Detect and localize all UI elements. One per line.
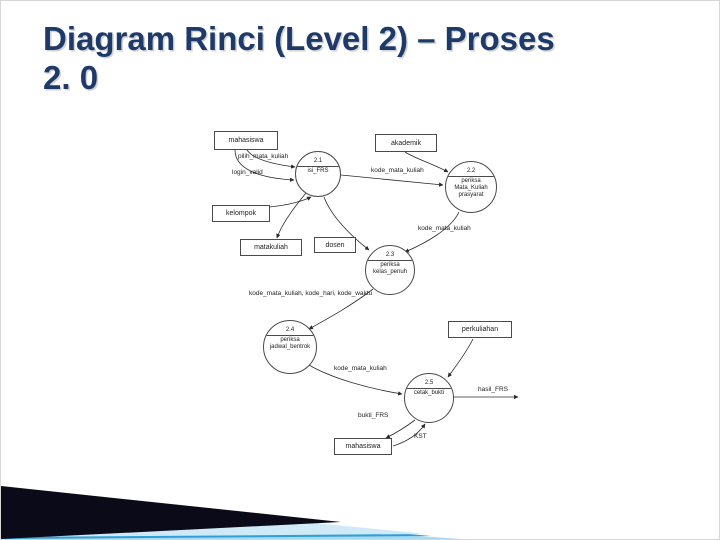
process-2-2-name: periksa Mata_Kuliah prasyarat <box>454 178 488 198</box>
entity-matakuliah: matakuliah <box>240 239 302 256</box>
process-2-4: 2.4 periksa jadwal_bentrok <box>263 320 317 374</box>
process-2-4-divider <box>264 335 316 336</box>
edge-kelompok-to-2-1 <box>268 196 312 208</box>
flow-label-bukti-frs: bukti_FRS <box>358 412 389 419</box>
process-2-4-number: 2.4 <box>285 327 295 333</box>
flow-label-login-valid: login_valid <box>232 169 263 176</box>
edge-2-1-to-matakuliah <box>276 192 307 239</box>
entity-mahasiswa-top-label: mahasiswa <box>228 137 264 144</box>
process-2-1-number: 2.1 <box>313 158 323 164</box>
flow-label-pilih-mata-kuliah: pilih_mata_kuliah <box>238 153 289 160</box>
entity-kelompok: kelompok <box>212 205 270 222</box>
process-2-1: 2.1 isi_FRS <box>295 151 341 197</box>
entity-dosen-label: dosen <box>325 241 345 249</box>
flow-label-kode-mata-kuliah-2: kode_mata_kuliah <box>418 225 471 232</box>
flow-label-kode-mata-kuliah-1: kode_mata_kuliah <box>371 167 424 174</box>
flow-label-hasil-frs: hasil_FRS <box>478 386 508 393</box>
entity-matakuliah-label: matakuliah <box>254 244 288 251</box>
process-2-2-number: 2.2 <box>466 168 476 174</box>
edge-2-1-to-2-2 <box>340 174 444 187</box>
edge-perkuliahan-to-2-5 <box>447 338 474 378</box>
entity-mahasiswa-top: mahasiswa <box>214 131 278 150</box>
process-2-3-divider <box>366 260 414 261</box>
flow-label-kst: KST <box>414 433 427 440</box>
process-2-5-divider <box>405 388 453 389</box>
entity-perkuliahan-label: perkuliahan <box>461 326 499 333</box>
entity-kelompok-label: kelompok <box>226 210 256 217</box>
entity-mahasiswa-bottom: mahasiswa <box>334 438 392 455</box>
entity-mahasiswa-bottom-label: mahasiswa <box>345 443 381 450</box>
process-2-5-name: cetak_bukti <box>413 390 445 396</box>
process-2-4-name: periksa jadwal_bentrok <box>269 337 311 350</box>
slide-title: Diagram Rinci (Level 2) – Proses 2. 0 <box>43 19 673 97</box>
edge-2-2-to-2-3 <box>404 211 460 253</box>
entity-dosen: dosen <box>314 237 356 253</box>
flow-label-kode-mata-kuliah-hari-waktu: kode_mata_kuliah, kode_hari, kode_waktu <box>249 290 373 297</box>
process-2-5-number: 2.5 <box>424 380 434 386</box>
process-2-3: 2.3 periksa kelas_penuh <box>365 245 415 295</box>
swoosh-dark-layer <box>1 486 341 539</box>
edge-2-5-to-mahasiswa <box>385 419 416 439</box>
slide-decoration-swoosh <box>1 486 461 539</box>
process-2-1-divider <box>296 166 340 167</box>
process-2-5: 2.5 cetak_bukti <box>404 373 454 423</box>
slide-title-line1: Diagram Rinci (Level 2) – Proses <box>43 20 555 57</box>
process-2-3-name: periksa kelas_penuh <box>372 262 408 275</box>
entity-akademik-label: akademik <box>391 139 421 147</box>
entity-perkuliahan: perkuliahan <box>448 321 512 338</box>
flow-label-kode-mata-kuliah-3: kode_mata_kuliah <box>334 365 387 372</box>
entity-akademik: akademik <box>375 134 437 152</box>
process-2-2-divider <box>446 176 496 177</box>
process-2-1-name: isi_FRS <box>307 168 329 174</box>
process-2-3-number: 2.3 <box>385 252 395 258</box>
slide-title-line2: 2. 0 <box>43 59 99 96</box>
process-2-2: 2.2 periksa Mata_Kuliah prasyarat <box>445 161 497 213</box>
